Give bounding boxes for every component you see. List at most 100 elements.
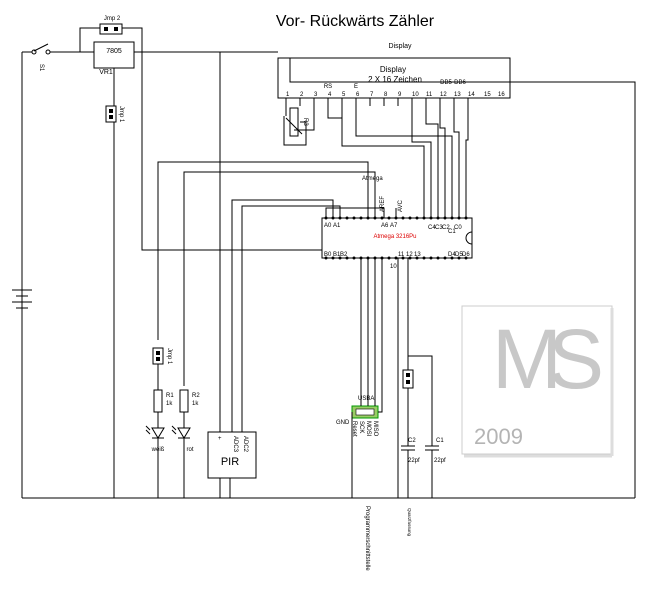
voltage-regulator-7805: 7805 VR1	[93, 41, 135, 76]
capacitor-c2-value: 22pf	[408, 458, 420, 464]
programmer-wires	[351, 258, 383, 498]
c1-top-wire	[408, 355, 433, 446]
mcu-pin-label: 12	[406, 252, 413, 258]
battery-symbol	[12, 289, 32, 309]
mcu-pin-label: A7	[390, 223, 398, 229]
mcu-pin-label: AREF	[380, 196, 386, 212]
mcu-pin-label: 13	[414, 252, 421, 258]
usb-signal: SCK	[358, 421, 364, 433]
led-red-label: rot	[186, 447, 193, 453]
jumper-regulator: Jmp 1	[105, 105, 124, 123]
display-pin-label: 4	[328, 92, 332, 98]
resistor-r2: R2 1k	[179, 389, 200, 413]
potentiometer-r3: R3	[283, 106, 315, 146]
mcu-name: Atmega	[362, 176, 383, 182]
mcu-pin-label: D4	[448, 252, 456, 258]
display-label-top: Display	[389, 43, 412, 50]
display-box-label: Display	[380, 65, 406, 74]
jumper-led-label: Jmp 1	[166, 348, 172, 365]
display-pin-label: 9	[398, 92, 402, 98]
mcu-vcc-wire	[141, 52, 322, 251]
display-pin-label: 10	[412, 92, 419, 98]
resistor-r2-ref: R2	[192, 393, 200, 399]
display-pin-labels: 1 2 3 4 5 6 7 8 9 10 11 12 13 14 15 16	[286, 92, 505, 98]
display-pin-label: 6	[356, 92, 360, 98]
mcu-pin-label: D5	[455, 252, 463, 258]
display-pin-label: 14	[468, 92, 475, 98]
jumper-2: Jmp 2	[99, 16, 123, 35]
resistor-r1: R1 1k	[153, 389, 174, 413]
pir-pin-label: +	[218, 436, 222, 442]
mcu-display-wires	[327, 106, 469, 218]
mcu-pin-label: 11	[398, 252, 405, 258]
mcu-pin-label: B1	[333, 252, 341, 258]
display-pin-label: 3	[314, 92, 318, 98]
pir-pin-label: ADC3	[232, 436, 238, 453]
display-power-wire	[289, 58, 636, 498]
capacitor-c2: C2 22pf	[401, 438, 420, 464]
display-pin-label: 5	[342, 92, 346, 98]
logo-year: 2009	[474, 424, 523, 449]
mcu-pin-label: C4	[428, 225, 436, 231]
capacitor-c1-ref: C1	[436, 438, 444, 444]
display-signal-db6: DB6	[454, 80, 466, 86]
display-pin-label: 1	[286, 92, 290, 98]
programmer-connector: USBA GND MISO MOSI SCK Reset	[336, 396, 379, 437]
diagram-title: Vor- Rückwärts Zähler	[276, 13, 435, 30]
display-subtitle: 2 X 16 Zeichen	[368, 75, 422, 84]
mcu-pin-label: A1	[333, 223, 341, 229]
led-red: rot	[171, 425, 194, 453]
usb-signal: MISO	[372, 421, 378, 437]
pir-pin-label: ADC2	[242, 436, 248, 453]
capacitor-c1: C1 22pf	[425, 438, 446, 464]
usb-gnd-label: GND	[336, 420, 350, 426]
display-pin-label: 7	[370, 92, 374, 98]
display-signal-rs: RS	[324, 84, 332, 90]
display-signal-e: E	[354, 84, 358, 90]
mcu-part: Atmega 3216Pu	[373, 234, 416, 240]
usb-signal: MOSI	[365, 421, 371, 437]
mcu-pin-dots	[324, 216, 468, 260]
resistor-r1-value: 1k	[166, 401, 173, 407]
mcu-pin-label: B0	[324, 252, 332, 258]
mcu-pin-label: B2	[340, 252, 348, 258]
mcu-pin-label: C3	[435, 225, 443, 231]
switch-label: S1	[38, 64, 44, 72]
logo-letters: MS	[492, 312, 601, 406]
sensor-wires	[157, 161, 376, 432]
usb-label: USBA	[358, 396, 374, 402]
display-pins	[285, 98, 469, 106]
mcu-aref-wire	[325, 207, 385, 218]
display-pin-label: 15	[484, 92, 491, 98]
display-pin-label: 12	[440, 92, 447, 98]
display-module	[277, 57, 511, 99]
capacitor-c1-value: 22pf	[434, 458, 446, 464]
jumper2-label: Jmp 2	[104, 16, 121, 22]
display-pin-label: 16	[498, 92, 505, 98]
crystal-jumper	[402, 369, 414, 389]
mcu-pin-label: C1	[448, 229, 456, 235]
pir-sensor: PIR + ADC3 ADC2	[207, 431, 257, 479]
ms-logo: MS 2009	[461, 305, 615, 458]
display-pin-label: 13	[454, 92, 461, 98]
mcu-pin-label: C0	[454, 225, 462, 231]
programmer-label: Programmerschnittstelle	[364, 506, 370, 571]
regulator-name: 7805	[106, 48, 122, 55]
regulator-ref: VR1	[99, 69, 113, 76]
capacitor-c2-ref: C2	[408, 438, 416, 444]
mcu-pin-label: A0	[324, 223, 332, 229]
resistor-r1-ref: R1	[166, 393, 174, 399]
display-signal-db5: DB5	[440, 80, 452, 86]
switch-s1: S1	[31, 43, 51, 72]
display-pin-label: 11	[426, 92, 433, 98]
microcontroller-atmega: Atmega Atmega 3216Pu A0 A1 AREF AVC A6 A…	[321, 176, 473, 270]
pir-name: PIR	[221, 456, 239, 468]
mcu-pin-label: A6	[381, 223, 389, 229]
usb-signal: Reset	[351, 421, 357, 437]
mcu-pin-label: 10	[390, 264, 397, 270]
mcu-pin-label: C2	[442, 225, 450, 231]
led-white: weiß	[145, 425, 165, 453]
jumper2-bypass-wire	[122, 27, 143, 53]
